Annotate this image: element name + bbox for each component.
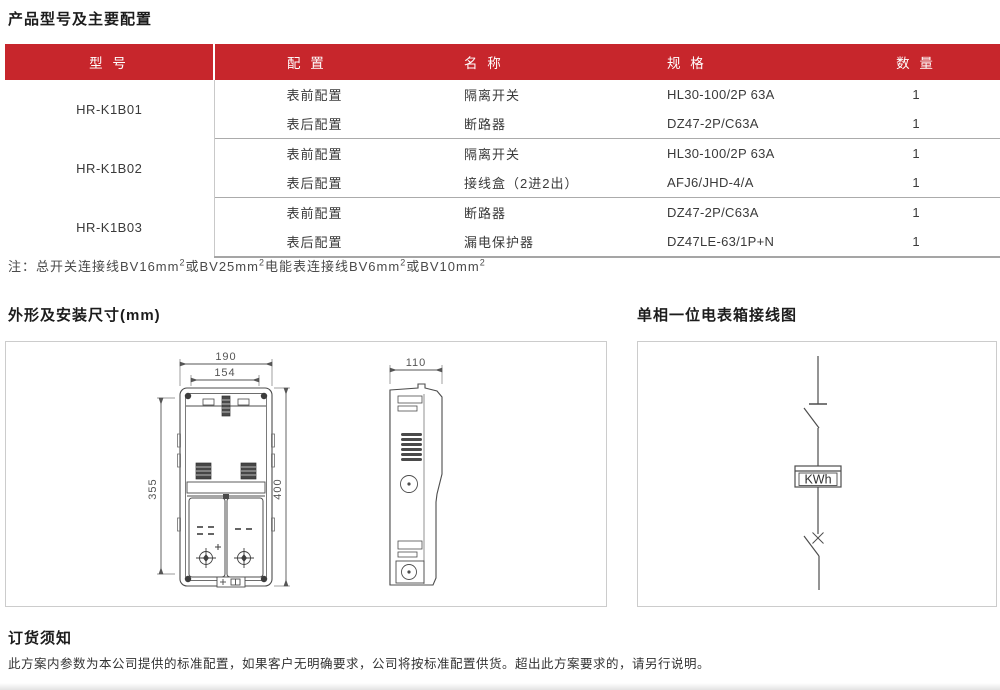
name-cell: 隔离开关 [446,80,646,109]
page-title: 产品型号及主要配置 [8,11,153,28]
spec-cell: DZ47-2P/C63A [646,197,832,227]
qty-cell: 1 [832,197,1000,227]
dim-label-400: 400 [272,478,284,499]
wiring-diagram: KWh [794,356,842,590]
table-row: 表后配置 接线盒（2进2出） AFJ6/JHD-4/A 1 [5,168,1000,198]
ordering-note: 此方案内参数为本公司提供的标准配置，如果客户无明确要求，公司将按标准配置供货。超… [8,657,711,671]
wiring-section-title: 单相一位电表箱接线图 [637,307,798,324]
seal-clip [221,395,231,417]
dim-label-154: 154 [214,367,235,379]
model-cell: HR-K1B01 [5,80,215,139]
qty-cell: 1 [832,109,1000,139]
model-group: HR-K1B01 表前配置 隔离开关 HL30-100/2P 63A 1 表后配… [5,80,1000,139]
side-view-drawing: 110 [389,357,443,586]
spec-cell: HL30-100/2P 63A [646,138,832,168]
table-row: 表后配置 断路器 DZ47-2P/C63A 1 [5,109,1000,139]
qty-cell: 1 [832,138,1000,168]
spec-cell: DZ47-2P/C63A [646,109,832,139]
dimensions-drawing: 190 154 355 400 [147,351,443,588]
front-view-drawing: 190 154 355 400 [147,351,290,588]
door-screw-targets [196,548,254,568]
config-cell: 表后配置 [214,227,446,258]
spec-cell: HL30-100/2P 63A [646,80,832,109]
config-cell: 表后配置 [214,168,446,198]
dimensions-section-title: 外形及安装尺寸(mm) [8,307,161,324]
name-cell: 断路器 [446,197,646,227]
header-name: 名 称 [446,44,646,80]
dim-label-190: 190 [215,351,236,363]
isolator-switch-symbol [803,407,820,429]
table-row: HR-K1B02 表前配置 隔离开关 HL30-100/2P 63A 1 [5,138,1000,198]
dim-label-110: 110 [406,357,427,369]
ordering-title: 订货须知 [8,630,73,647]
dim-label-355: 355 [147,478,159,499]
name-cell: 隔离开关 [446,138,646,168]
header-qty: 数 量 [832,44,1000,80]
name-cell: 漏电保护器 [446,227,646,258]
kwh-meter-label: KWh [804,473,831,487]
spec-cell: DZ47LE-63/1P+N [646,227,832,258]
qty-cell: 1 [832,227,1000,258]
name-cell: 断路器 [446,109,646,139]
breaker-symbol [812,532,824,544]
config-cell: 表前配置 [214,197,446,227]
model-cell: HR-K1B03 [5,197,215,257]
qty-cell: 1 [832,168,1000,198]
header-spec: 规 格 [646,44,832,80]
spec-cell: AFJ6/JHD-4/A [646,168,832,198]
header-model: 型 号 [5,44,215,80]
spec-table: 型 号 配 置 名 称 规 格 数 量 HR-K1B01 表前配置 隔离开关 H… [5,44,1000,258]
terminal-screws [195,462,257,480]
model-cell: HR-K1B02 [5,138,215,198]
wiring-panel: KWh [637,341,997,607]
model-group: HR-K1B02 表前配置 隔离开关 HL30-100/2P 63A 1 表后配… [5,138,1000,198]
bottom-tab [216,576,246,588]
name-cell: 接线盒（2进2出） [446,168,646,198]
spec-table-wrap: 型 号 配 置 名 称 规 格 数 量 HR-K1B01 表前配置 隔离开关 H… [5,44,1000,258]
config-cell: 表前配置 [214,80,446,109]
config-cell: 表后配置 [214,109,446,139]
wire-spec-note: 注：总开关连接线BV16mm2或BV25mm2电能表连接线BV6mm2或BV10… [8,257,486,274]
table-row: HR-K1B01 表前配置 隔离开关 HL30-100/2P 63A 1 [5,80,1000,139]
dimensions-panel: 190 154 355 400 [5,341,607,607]
qty-cell: 1 [832,80,1000,109]
header-config: 配 置 [214,44,446,80]
table-row: 表后配置 漏电保护器 DZ47LE-63/1P+N 1 [5,227,1000,258]
config-cell: 表前配置 [214,138,446,168]
page-bottom-edge [0,683,1000,690]
table-row: HR-K1B03 表前配置 断路器 DZ47-2P/C63A 1 [5,197,1000,257]
model-group: HR-K1B03 表前配置 断路器 DZ47-2P/C63A 1 表后配置 漏电… [5,197,1000,258]
vent-slots [401,433,422,461]
spec-table-header: 型 号 配 置 名 称 规 格 数 量 [5,44,1000,80]
kwh-meter-symbol [794,465,842,488]
